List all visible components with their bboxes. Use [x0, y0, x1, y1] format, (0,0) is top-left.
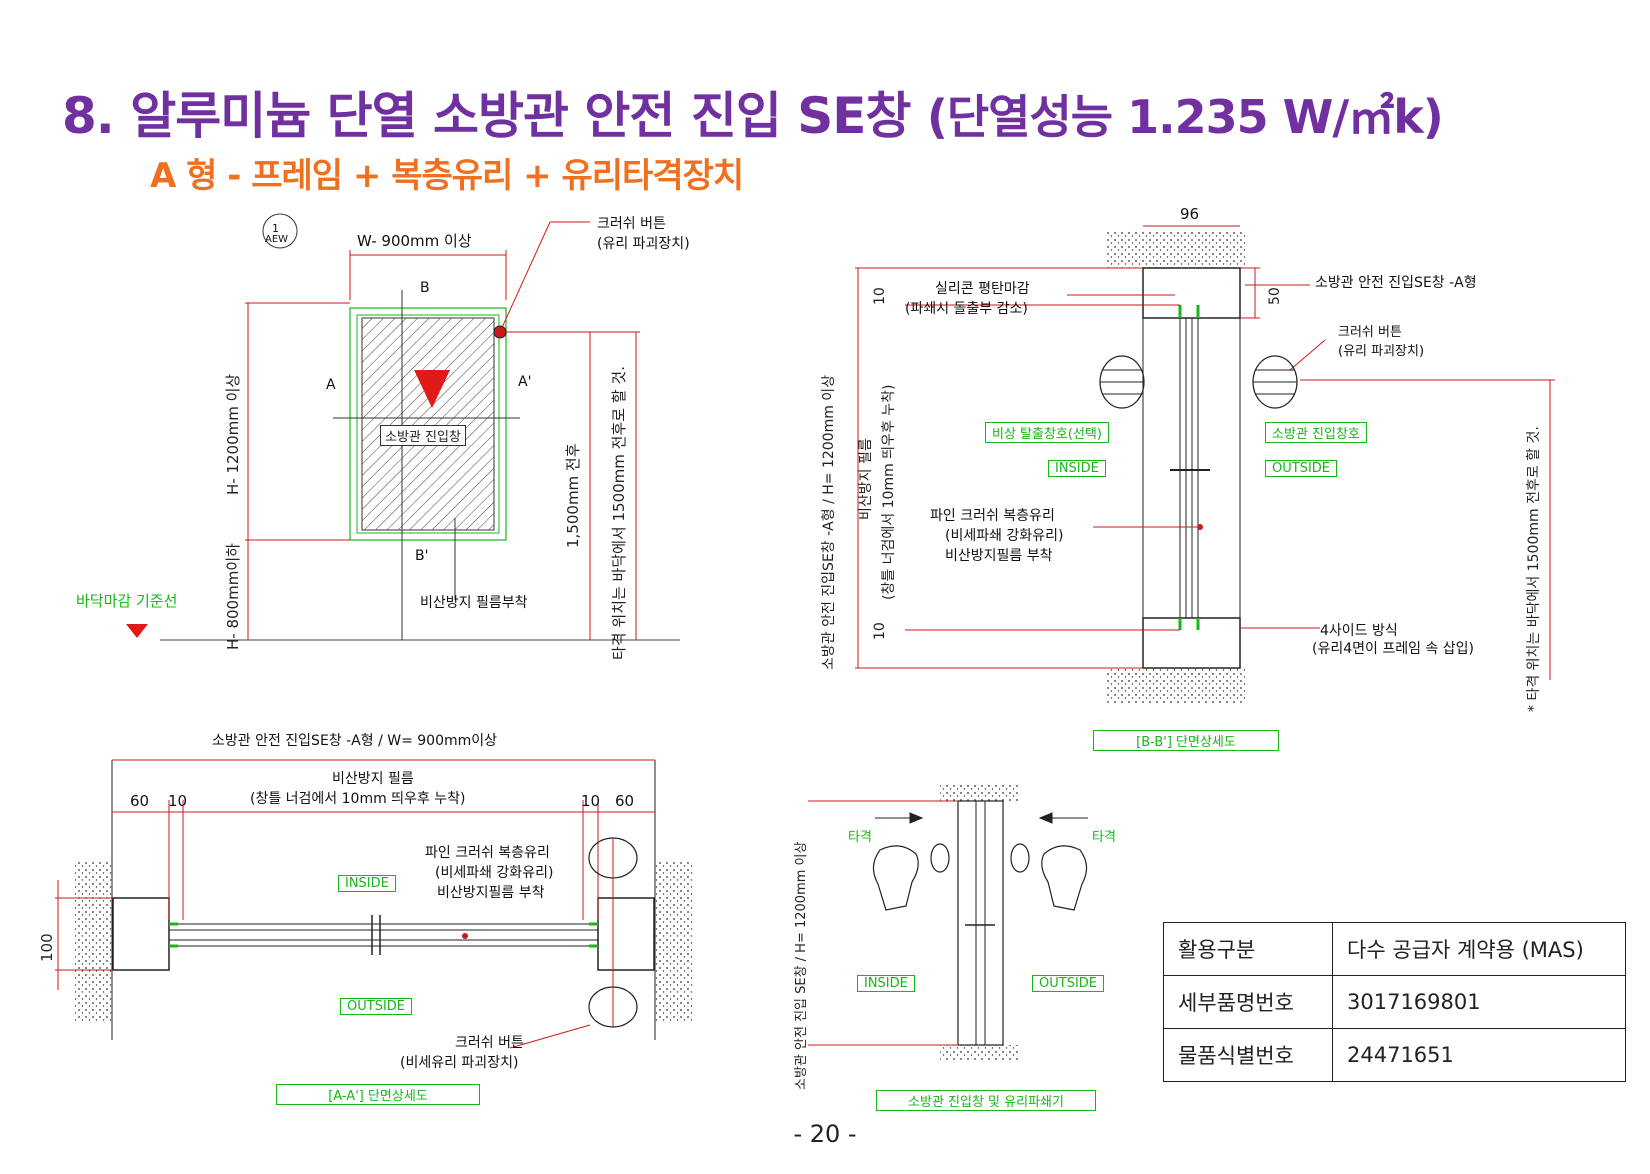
- table-value: 24471651: [1332, 1028, 1626, 1082]
- dim-60-right: 60: [615, 792, 635, 810]
- page-number: - 20 -: [793, 1120, 857, 1148]
- height-label: H- 1200mm 이상: [224, 373, 242, 495]
- sd-inside-label: INSIDE: [857, 975, 915, 992]
- sd-outside-label: OUTSIDE: [1032, 975, 1104, 992]
- aa-top-label: 소방관 안전 진입SE창 -A형 / W= 900mm이상: [212, 733, 498, 749]
- table-key: 활용구분: [1163, 922, 1333, 976]
- entry-tag: 소방관 진입창: [380, 425, 466, 446]
- aa-film-1: 비산방지 필름: [332, 771, 414, 787]
- strike-note: 타격 위치는 바닥에서 1500mm 전후로 할 것.: [610, 366, 628, 660]
- aa-outside-label: OUTSIDE: [340, 998, 412, 1015]
- entry-triangle-icon: [414, 370, 450, 408]
- film-vertical-2: (창틀 너검에서 10mm 띄우후 누착): [881, 384, 897, 601]
- aa-glass-label-3: 비산방지필름 부착: [437, 885, 545, 901]
- bb-outside-label: OUTSIDE: [1265, 460, 1337, 477]
- glass-marker-icon: [1197, 524, 1203, 530]
- aa-glass-label-1: 파인 크러쉬 복층유리: [425, 845, 550, 861]
- dim-10-left: 10: [168, 792, 188, 810]
- page-subtitle: A 형 - 프레임 + 복층유리 + 유리타격장치: [150, 156, 744, 196]
- symbol-code: AEW: [265, 234, 289, 245]
- bb-glass-label-3: 비산방지필름 부착: [945, 548, 1053, 564]
- table-value: 다수 공급자 계약용 (MAS): [1332, 922, 1626, 976]
- aa-crusher-label-1: 크러쉬 버튼: [455, 1035, 524, 1051]
- table-value: 3017169801: [1332, 975, 1626, 1029]
- sd-vertical: 소방관 안전 진입 SE창 / H= 1200mm 이상: [794, 841, 809, 1090]
- dim-96: 96: [1180, 205, 1200, 223]
- film-vertical-1: 비산방지 필름: [858, 438, 874, 520]
- width-label: W- 900mm 이상: [357, 232, 472, 250]
- bb-glass-label-1: 파인 크러쉬 복층유리: [930, 508, 1055, 524]
- table-row: 활용구분 다수 공급자 계약용 (MAS): [1163, 922, 1626, 976]
- silicone-label-1: 실리콘 평탄마감: [935, 281, 1030, 297]
- side-label-1: 4사이드 방식: [1320, 623, 1398, 639]
- bb-inside-label: INSIDE: [1048, 460, 1106, 477]
- section-b-tag: B: [420, 280, 430, 296]
- section-a-tag: A: [326, 377, 336, 393]
- strike-left-label: 타격: [848, 830, 872, 845]
- sd-caption: 소방관 진입창 및 유리파쇄기: [876, 1090, 1096, 1111]
- film-label: 비산방지 필름부착: [420, 595, 528, 611]
- silicone-label-2: (파쇄시 돌출부 감소): [905, 301, 1028, 317]
- aa-inside-label: INSIDE: [338, 875, 396, 892]
- bb-caption: [B-B'] 단면상세도: [1093, 730, 1279, 751]
- dim-10-top: 10: [872, 287, 888, 305]
- symbol-number: 1: [272, 222, 279, 235]
- title-main: 8. 알루미늄 단열 소방관 안전 진입 SE창: [62, 87, 911, 145]
- bb-crusher-label-1: 크러쉬 버튼: [1338, 325, 1402, 340]
- strike-detail-drawing: [808, 785, 1088, 1061]
- section-aa-drawing: [55, 759, 693, 1049]
- bb-strike-note: * 타격 위치는 바닥에서 1500mm 전후로 할 것.: [1526, 426, 1542, 712]
- dim-100: 100: [38, 933, 56, 962]
- aa-crusher-label-2: (비세유리 파괴장치): [400, 1055, 519, 1071]
- bb-glass-label-2: (비세파쇄 강화유리): [945, 528, 1064, 544]
- crusher-label-2: (유리 파괴장치): [597, 236, 690, 252]
- section-bb-drawing: [855, 225, 1555, 704]
- section-b-prime-tag: B': [415, 548, 429, 564]
- bb-crusher-label-2: (유리 파괴장치): [1338, 344, 1425, 359]
- table-key: 세부품명번호: [1163, 975, 1333, 1029]
- elevation-drawing: [160, 221, 680, 641]
- dim-50: 50: [1267, 287, 1283, 305]
- glass-marker-icon-2: [462, 933, 468, 939]
- crusher-button-icon: [493, 325, 507, 339]
- floor-label: 바닥마감 기준선: [76, 592, 178, 610]
- info-table: 활용구분 다수 공급자 계약용 (MAS) 세부품명번호 3017169801 …: [1163, 922, 1626, 1082]
- table-key: 물품식별번호: [1163, 1028, 1333, 1082]
- entry-window-label: 소방관 진입창호: [1265, 422, 1367, 443]
- section-a-prime-tag: A': [518, 374, 532, 390]
- dim-10-bottom: 10: [872, 622, 888, 640]
- aa-film-2: (창틀 너검에서 10mm 띄우후 누착): [250, 791, 466, 807]
- title-performance: (단열성능 1.235 W/㎡k): [926, 90, 1444, 144]
- escape-label: 비상 탈출창호(선택): [985, 422, 1109, 443]
- side-label-2: (유리4면이 프레임 속 삽입): [1312, 641, 1474, 657]
- dim-60-left: 60: [130, 792, 150, 810]
- drawing-symbol-icon: [262, 213, 298, 249]
- table-row: 물품식별번호 24471651: [1163, 1028, 1626, 1082]
- sill-label: H- 800mm이하: [224, 543, 242, 650]
- window-label: 소방관 안전 진입SE창 -A형: [1315, 275, 1477, 291]
- strike-right-label: 타격: [1092, 830, 1116, 845]
- aa-caption: [A-A'] 단면상세도: [276, 1084, 480, 1105]
- aa-glass-label-2: (비세파쇄 강화유리): [435, 865, 554, 881]
- bb-left-vertical: 소방관 안전 진입SE창 -A형 / H= 1200mm 이상: [821, 374, 837, 670]
- floor-marker-icon: [126, 624, 148, 638]
- crusher-label-1: 크러쉬 버튼: [597, 216, 666, 232]
- dim-10-right: 10: [581, 792, 601, 810]
- strike-height-label: 1,500mm 전후: [564, 443, 582, 548]
- page-title: 8. 알루미늄 단열 소방관 안전 진입 SE창 (단열성능 1.235 W/㎡…: [62, 76, 1444, 148]
- table-row: 세부품명번호 3017169801: [1163, 975, 1626, 1029]
